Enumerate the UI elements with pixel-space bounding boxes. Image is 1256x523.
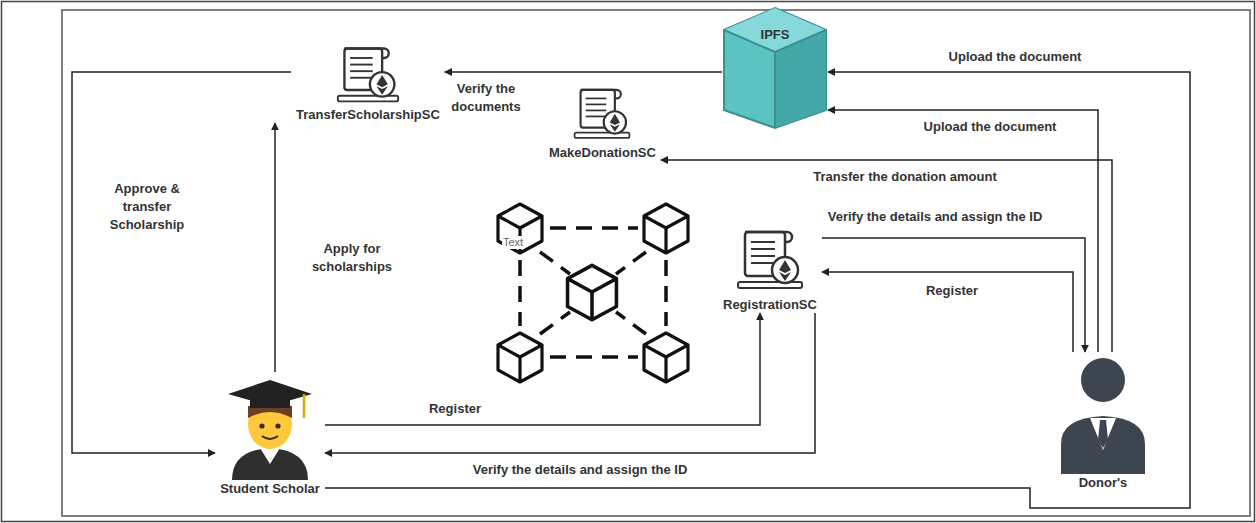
- smart-contract: TransferScholarshipSC: [291, 42, 445, 123]
- inner-border: [62, 10, 1250, 516]
- node-label: IPFS: [722, 26, 828, 43]
- edge-label: Approve & transfer Scholarship: [92, 180, 202, 234]
- flow-arrow: [822, 238, 1085, 352]
- node-label: RegistrationSC: [723, 296, 817, 313]
- edge-label: Upload the document: [900, 118, 1080, 136]
- node-icon: [572, 82, 632, 144]
- student-actor: Student Scholar: [215, 372, 325, 497]
- flow-arrow: [445, 71, 722, 73]
- edge-label: Verify the documents: [440, 80, 532, 116]
- edge-label: Transfer the donation amount: [790, 168, 1020, 186]
- blockchain-network: [520, 228, 666, 357]
- smart-contract: MakeDonationSC: [544, 82, 661, 161]
- storage-cube: IPFS: [722, 6, 828, 130]
- node-icon: [220, 372, 320, 480]
- edge-label: Verify the details and assign the ID: [420, 461, 740, 479]
- node-icon: [335, 42, 401, 106]
- flow-arrow: [274, 123, 276, 372]
- node-label: MakeDonationSC: [549, 144, 656, 161]
- edge-label: Register: [912, 282, 992, 300]
- flow-arrow: [822, 272, 1073, 352]
- edge-label: Upload the document: [925, 48, 1105, 66]
- node-label: Donor's: [1057, 474, 1149, 491]
- ipfs-shape: [722, 6, 828, 130]
- blockchain-blocks: [498, 204, 688, 382]
- placeholder-text: Text: [502, 236, 524, 249]
- donor-actor: Donor's: [1052, 352, 1154, 491]
- contract-icon: [338, 49, 398, 102]
- node-label: TransferScholarshipSC: [296, 106, 440, 123]
- edge-label: Register: [415, 400, 495, 418]
- donor-figure: [1061, 358, 1145, 474]
- flow-arrow: [828, 110, 1098, 352]
- ipfs-cube: [724, 8, 826, 128]
- node-icon: [1057, 352, 1149, 474]
- node-label: Student Scholar: [220, 480, 320, 497]
- node-icon: [735, 222, 805, 296]
- smart-contract: RegistrationSC: [718, 222, 822, 313]
- flow-arrow: [661, 160, 1112, 352]
- flow-arrow: [325, 72, 1190, 508]
- flow-arrow: [325, 313, 760, 425]
- edge-label: Verify the details and assign the ID: [790, 208, 1080, 226]
- student-figure: [228, 380, 312, 480]
- contract-icon: [575, 90, 630, 138]
- contract-icon: [738, 232, 802, 288]
- flow-arrow: [325, 313, 815, 453]
- edge-label: Apply for scholarships: [298, 240, 406, 276]
